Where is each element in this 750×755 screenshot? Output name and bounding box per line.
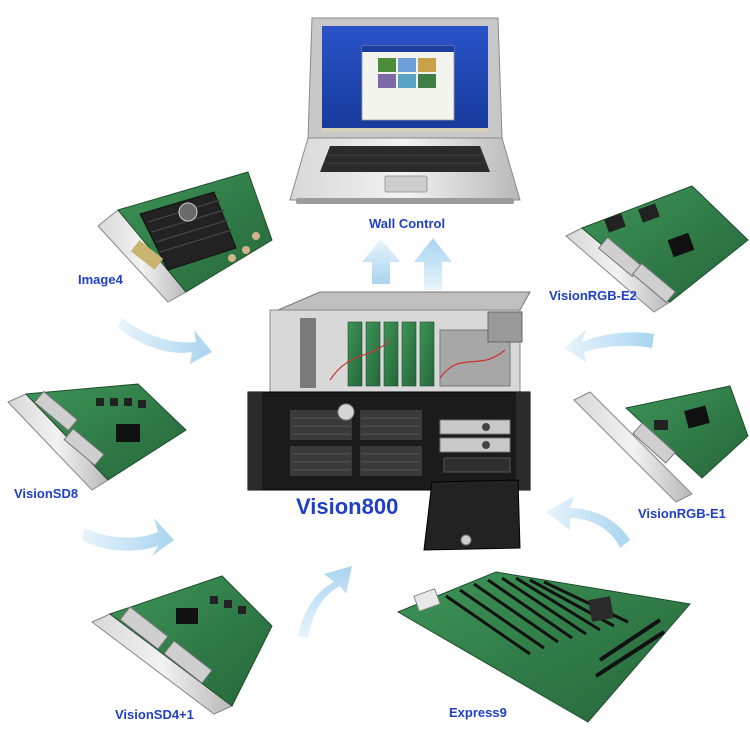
arrow-visionrgb-e1 — [546, 496, 630, 548]
laptop-image — [289, 17, 521, 204]
label-visionrgb-e1: VisionRGB-E1 — [638, 506, 726, 521]
label-image4: Image4 — [78, 272, 123, 287]
visionrgb-e2-card-image — [565, 185, 749, 313]
arrow-up-wallcontrol — [414, 238, 452, 290]
label-wall-control: Wall Control — [369, 216, 446, 231]
vision800-chassis-image — [247, 291, 531, 551]
arrow-down-wallcontrol — [362, 239, 400, 284]
image4-card-image — [97, 171, 273, 303]
label-express9: Express9 — [449, 705, 507, 720]
visionrgb-e1-card-image — [573, 385, 749, 503]
arrow-image4 — [118, 318, 212, 364]
arrow-visionsd4plus1 — [298, 566, 352, 638]
express9-board-image — [396, 571, 691, 723]
arrow-visionrgb-e2 — [564, 330, 654, 362]
label-visionrgb-e2: VisionRGB-E2 — [549, 288, 637, 303]
label-visionsd8: VisionSD8 — [14, 486, 79, 501]
label-visionsd4plus1: VisionSD4+1 — [115, 707, 194, 722]
visionsd4plus1-card-image — [91, 575, 273, 715]
label-vision800: Vision800 — [296, 494, 399, 519]
arrow-visionsd8 — [82, 518, 174, 556]
visionsd8-card-image — [7, 383, 187, 491]
